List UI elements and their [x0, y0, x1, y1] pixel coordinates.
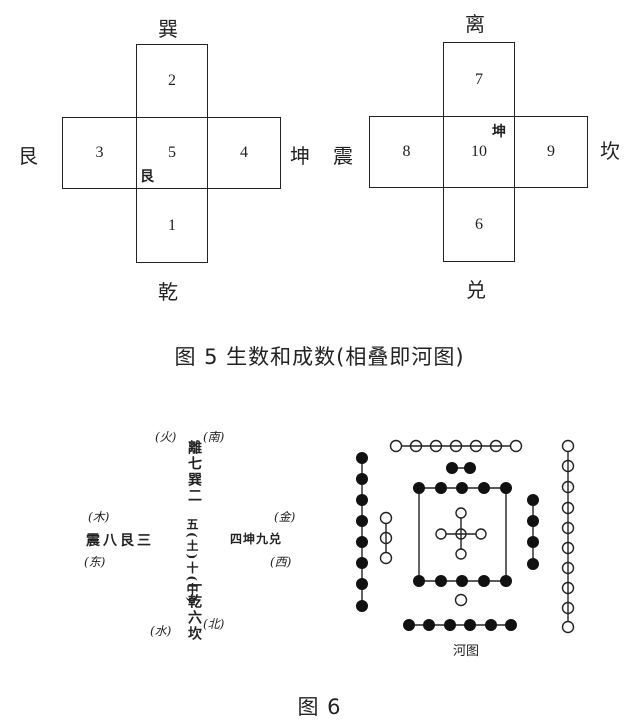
fig6-center-column: 五(土)十(中)	[185, 518, 199, 605]
fig6-right-note-top: (金)	[274, 510, 296, 524]
fig5-left-cell-top: 2	[136, 44, 208, 118]
hetu-dot	[356, 494, 368, 506]
fig6-top-note-right: (南)	[203, 430, 225, 444]
hetu-dot	[435, 575, 447, 587]
hetu-dot	[455, 507, 467, 519]
hetu-dot	[509, 439, 523, 453]
hetu-dot	[464, 619, 476, 631]
fig5-right-bottom-trigram: 兑	[466, 278, 486, 302]
hetu-dot	[500, 575, 512, 587]
fig6-top-note-left: (火)	[155, 430, 177, 444]
fig5-right-cell-left: 8	[369, 116, 444, 188]
fig5-right-top-trigram: 离	[465, 12, 485, 36]
hetu-dot	[478, 482, 490, 494]
fig5-left-center-label: 艮	[140, 169, 154, 185]
hetu-dot	[403, 619, 415, 631]
fig5-left-cell-left: 3	[62, 117, 137, 189]
fig6-bottom-note-left: (水)	[150, 624, 172, 638]
hetu-dot	[527, 558, 539, 570]
hetu-dot	[456, 575, 468, 587]
fig5-right-left-trigram: 震	[333, 144, 353, 168]
fig5-right-cell-bottom: 6	[443, 187, 515, 262]
fig6-left-row: 震八艮三	[86, 533, 154, 549]
hetu-dot	[464, 462, 476, 474]
hetu-dot	[500, 482, 512, 494]
hetu-dot	[435, 528, 447, 540]
fig5-left-cell-right: 4	[207, 117, 281, 189]
hetu-dot	[356, 515, 368, 527]
fig5-right-center-label: 坤	[492, 124, 506, 140]
hetu-dot	[561, 439, 575, 453]
fig5-right-cell-right: 9	[514, 116, 588, 188]
fig6-right-note-bottom: (西)	[270, 555, 292, 569]
hetu-dot	[527, 494, 539, 506]
fig5-left-cell-bottom: 1	[136, 188, 208, 263]
hetu-dot	[444, 619, 456, 631]
fig6-bottom-note-right: (北)	[203, 617, 225, 631]
hetu-dot	[413, 575, 425, 587]
fig5-left-right-trigram: 坤	[290, 144, 310, 168]
hetu-dot	[356, 600, 368, 612]
hetu-dot	[455, 548, 467, 560]
hetu-dot	[356, 473, 368, 485]
fig5-right-cell-top: 7	[443, 42, 515, 117]
hetu-dot	[413, 482, 425, 494]
hetu-dot	[527, 536, 539, 548]
hetu-dot	[527, 515, 539, 527]
fig6-top-column: 離七巽二	[186, 440, 202, 504]
hetu-dot	[379, 551, 393, 565]
fig5-left-top-trigram: 巽	[158, 17, 178, 41]
fig5-right-right-trigram: 坎	[600, 139, 620, 163]
hetu-dot	[435, 482, 447, 494]
hetu-dot	[356, 452, 368, 464]
fig6-left-note-top: (木)	[88, 510, 110, 524]
hetu-dot	[389, 439, 403, 453]
fig6-bottom-column: 一乾六坎	[186, 578, 202, 642]
hetu-diagram	[356, 439, 575, 634]
fig6-left-note-bottom: (东)	[84, 555, 106, 569]
hetu-label: 河图	[453, 644, 480, 659]
fig5-left-bottom-trigram: 乾	[158, 280, 178, 304]
hetu-dot	[485, 619, 497, 631]
hetu-dot	[356, 536, 368, 548]
hetu-dot	[561, 620, 575, 634]
fig6-caption: 图 6	[297, 695, 342, 719]
fig6-right-row: 四坤九兑	[230, 532, 283, 546]
hetu-dot	[478, 575, 490, 587]
hetu-dot	[379, 511, 393, 525]
hetu-dot	[456, 482, 468, 494]
fig5-left-left-trigram: 艮	[18, 144, 38, 168]
fig5-caption: 图 5 生数和成数(相叠即河图)	[174, 345, 465, 369]
hetu-dot	[454, 593, 468, 607]
hetu-dot	[505, 619, 517, 631]
hetu-dot	[475, 528, 487, 540]
hetu-dot	[356, 578, 368, 590]
hetu-dot	[446, 462, 458, 474]
hetu-dot	[423, 619, 435, 631]
hetu-dot	[356, 557, 368, 569]
